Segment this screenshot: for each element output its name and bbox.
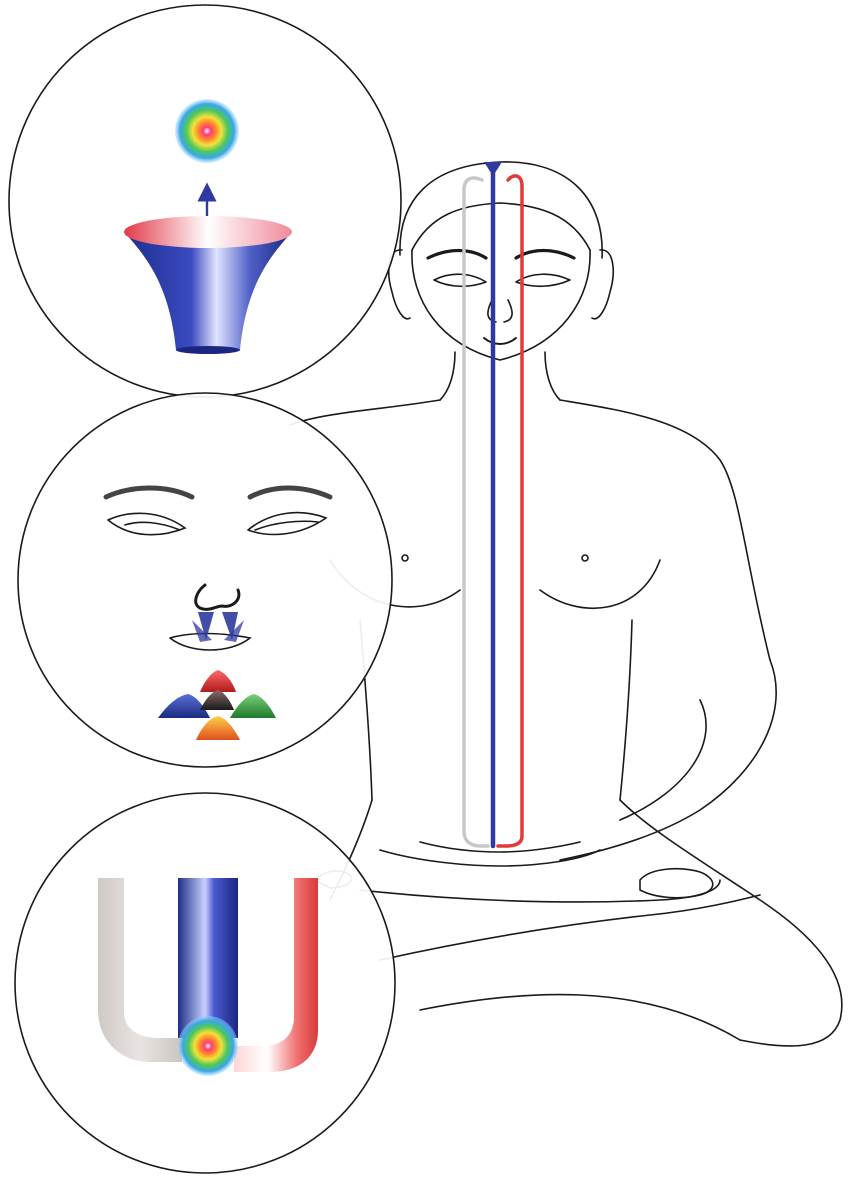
left-eye	[434, 274, 486, 286]
right-forearm-inner	[620, 700, 706, 820]
neck-left	[440, 352, 455, 400]
lower-leg	[420, 995, 740, 1040]
central-channel-crown	[484, 162, 502, 176]
neck-right	[545, 352, 560, 400]
crossed-leg	[380, 895, 760, 960]
mouth	[484, 338, 516, 344]
right-ear	[592, 250, 613, 319]
right-arm	[560, 660, 776, 860]
right-shoulder	[560, 400, 770, 660]
right-channel	[498, 176, 522, 846]
left-shin	[360, 880, 720, 902]
left-brow	[428, 251, 486, 259]
left-channel	[464, 178, 488, 846]
right-nipple	[582, 555, 588, 561]
left-shoulder	[290, 400, 440, 425]
bottom-inset	[15, 793, 395, 1173]
middle-inset	[18, 393, 392, 767]
junction-rainbow-drop	[178, 1016, 238, 1076]
junction-central-channel	[178, 878, 238, 1038]
torso-right	[620, 620, 632, 800]
right-brow	[516, 251, 574, 259]
right-eye	[516, 274, 570, 286]
head-outline	[400, 162, 602, 258]
rainbow-drop-icon	[175, 99, 239, 163]
top-inset	[9, 5, 401, 397]
hands	[380, 842, 600, 866]
channels-on-figure	[464, 162, 522, 846]
left-nipple	[402, 555, 408, 561]
hairline	[412, 203, 590, 250]
